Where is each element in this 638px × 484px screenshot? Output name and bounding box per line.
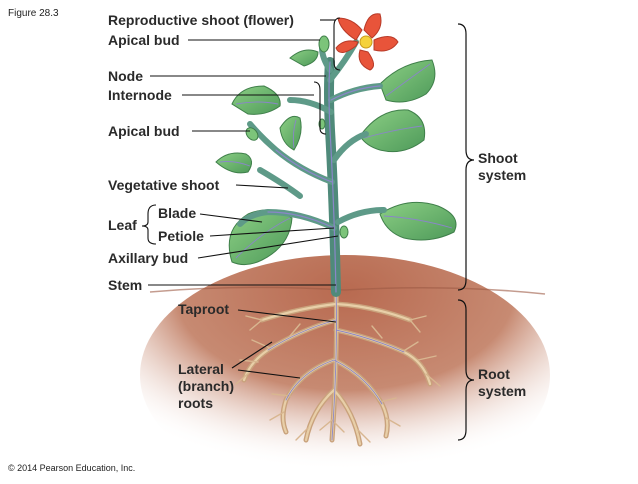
label-vegetative-shoot: Vegetative shoot [108,177,220,193]
system-braces [457,23,475,441]
label-lateral-roots-line-3: roots [178,395,213,411]
label-reproductive-shoot: Reproductive shoot (flower) [108,12,294,28]
stem-drawing [237,39,387,297]
copyright-text: © 2014 Pearson Education, Inc. [8,463,136,473]
label-leaf: Leaf [108,217,137,233]
label-shoot-system-line-1: Shoot [478,150,518,166]
soil-surface [149,286,546,295]
leader-lines [141,17,341,379]
label-root-system-line-2: system [478,383,527,399]
leaf-blade-lower-right [379,201,457,241]
label-petiole: Petiole [158,228,204,244]
label-axillary-bud: Axillary bud [108,250,189,266]
label-apical-bud-top: Apical bud [108,32,180,48]
label-internode: Internode [108,87,172,103]
label-taproot: Taproot [178,301,230,317]
label-root-system-line-1: Root [478,366,510,382]
flower [335,13,399,71]
label-node: Node [108,68,143,84]
figure-label: Figure 28.3 [8,8,59,19]
label-lateral-roots-line-2: (branch) [178,378,234,394]
label-apical-bud-side: Apical bud [108,123,180,139]
label-shoot-system-line-2: system [478,167,527,183]
label-lateral-roots-line-1: Lateral [178,361,224,377]
leaf-blade-lower-left [228,209,293,266]
root-system-drawing [235,287,441,447]
label-stem: Stem [108,277,143,293]
label-blade: Blade [158,205,197,221]
soil [140,255,550,484]
